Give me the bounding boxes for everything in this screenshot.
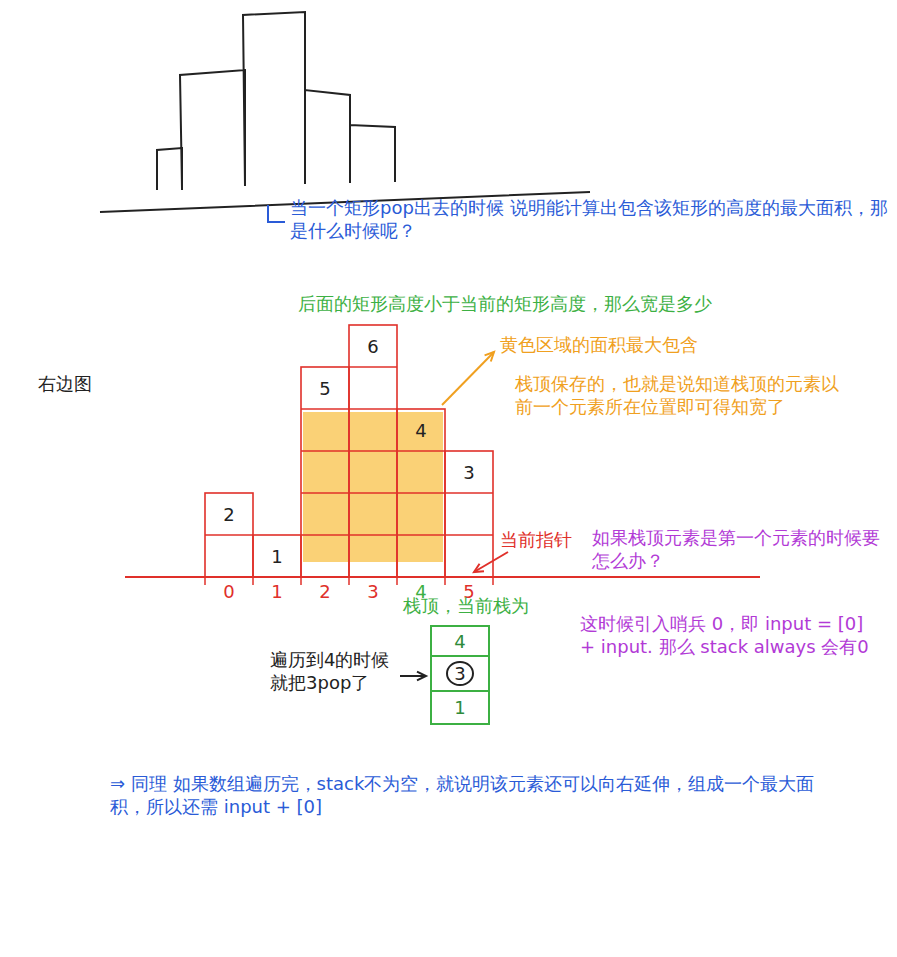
pointer-arrow (474, 552, 508, 572)
note-text: 这时候引入哨兵 0，即 input = [0] + input. 那么 stac… (580, 612, 880, 659)
pointer-mark (268, 205, 285, 222)
callout-number: 6 (349, 335, 397, 358)
note-text: 栈顶，当前栈为 (403, 594, 563, 617)
stack-cell: 1 (430, 690, 490, 725)
callout-number: 1 (253, 580, 301, 603)
axis-tick (300, 577, 302, 585)
axis-tick (252, 577, 254, 585)
callout-number: 1 (253, 545, 301, 568)
axis-tick (348, 577, 350, 585)
note-text: 遍历到4的时候就把3pop了 (270, 648, 395, 695)
callout-number: 0 (205, 580, 253, 603)
note-text: 当一个矩形pop出去的时候 说明能计算出包含该矩形的高度的最大面积，那是什么时候… (290, 196, 890, 243)
stack-value: 4 (454, 631, 465, 652)
axis-tick (444, 577, 446, 585)
note-text: 后面的矩形高度小于当前的矩形高度，那么宽是多少 (298, 292, 878, 315)
callout-number: 2 (301, 580, 349, 603)
callout-number: 2 (205, 503, 253, 526)
pop-arrow-head (417, 672, 426, 681)
axis-tick (396, 577, 398, 585)
note-text: 黄色区域的面积最大包含 (500, 333, 860, 356)
callout-arrow-head (485, 352, 494, 361)
pop-arrow (400, 675, 426, 677)
axis-line (125, 576, 760, 578)
note-text: 当前指针 (500, 528, 580, 551)
pointer-arrow-head (474, 564, 484, 572)
stack-value: 3 (446, 661, 473, 686)
callout-number: 4 (397, 419, 445, 442)
callout-number: 3 (445, 461, 493, 484)
callout-number: 3 (349, 580, 397, 603)
histogram-bars (205, 325, 493, 577)
note-text: 栈顶保存的，也就是说知道栈顶的元素以前一个元素所在位置即可得知宽了 (515, 372, 855, 419)
callout-number: 5 (301, 377, 349, 400)
note-text: 右边图 (38, 372, 128, 395)
axis-tick (204, 577, 206, 585)
skyline-sketch (100, 12, 590, 212)
note-text: ⇒ 同理 如果数组遍历完，stack不为空，就说明该元素还可以向右延伸，组成一个… (110, 772, 850, 819)
note-text: 如果栈顶元素是第一个元素的时候要怎么办？ (592, 526, 882, 573)
axis-tick (492, 577, 494, 585)
stack-cell: 3 (430, 655, 490, 692)
stack-value: 1 (454, 697, 465, 718)
stack-cell: 4 (430, 625, 490, 657)
callout-arrow (442, 352, 494, 405)
